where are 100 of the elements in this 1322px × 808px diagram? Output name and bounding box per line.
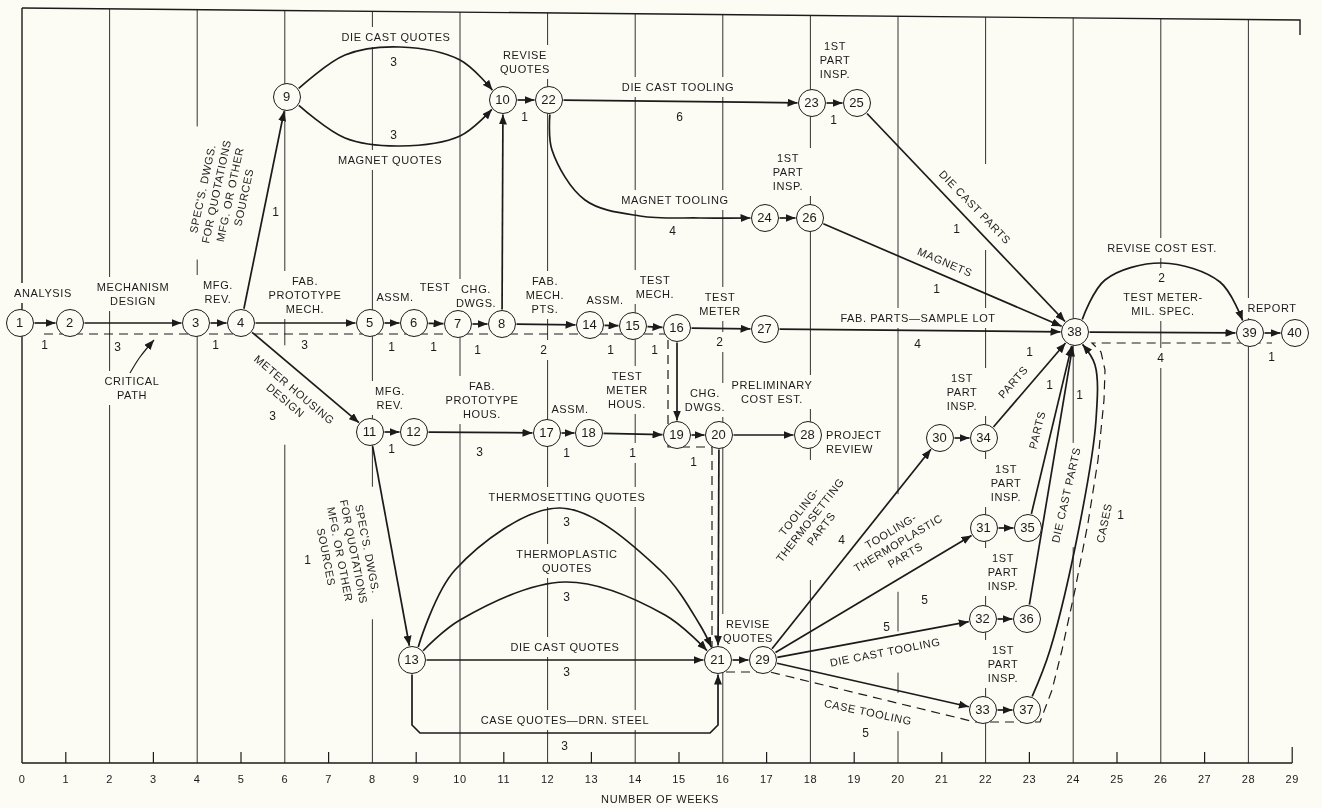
activity-label: FAB. PROTOTYPE HOUS. [444,379,520,421]
duration-label: 1 [651,343,659,357]
axis-tick-label: 13 [584,772,599,786]
event-circle: 35 [1013,513,1042,542]
axis-tick-label: 20 [891,772,905,786]
event-circle: 25 [842,88,871,117]
activity-label: 1ST PART INSP. [818,39,852,81]
duration-label: 1 [1046,378,1054,392]
duration-label: 1 [474,343,482,357]
arrow [992,342,1067,428]
duration-label: 1 [690,455,698,469]
axis-tick-label: 7 [325,772,332,786]
activity-label: TEST METER-MIL. SPEC. [1122,290,1204,318]
event-circle: 30 [925,423,954,452]
activity-label: REPORT [1247,301,1297,315]
event-circle: 11 [355,417,384,446]
arrow [422,581,708,652]
callout-text: CRITICAL PATH [97,374,167,402]
axis-tick-label: 16 [716,772,730,786]
arrow [425,656,705,664]
event-circle: 38 [1060,317,1089,346]
axis-tick-label: 15 [672,772,686,786]
leader-line [129,339,155,374]
duration-label: 5 [862,726,870,740]
event-circle: 17 [532,418,561,447]
event-circle: 3 [181,308,210,337]
duration-label: 4 [914,337,922,351]
arrow [825,99,844,107]
arrow [383,319,401,327]
event-circle: 36 [1012,604,1041,633]
arrow [251,331,360,424]
activity-label: 1ST PART INSP. [986,551,1020,593]
duration-label: 1 [521,110,529,124]
arrow [83,319,183,327]
duration-label: 1 [1076,388,1084,402]
activity-label: THERMOPLASTIC QUOTES [515,547,619,575]
event-circle: 9 [272,82,301,111]
arrow [602,430,664,439]
arrow [298,104,493,147]
arrow [1031,343,1099,698]
axis-tick-label: 12 [540,772,555,786]
event-circle: 24 [750,203,779,232]
event-circle: 16 [662,313,691,342]
event-circle: 1 [5,308,34,337]
activity-label: CHG. DWGS. [456,282,496,310]
activity-label: PRELIMINARY COST EST. [730,378,814,406]
activity-label: MAGNET QUOTES [337,153,443,167]
event-circle: 7 [443,309,472,338]
activity-label: ANALYSIS [14,286,72,300]
activity-label: TEST MECH. [634,273,676,301]
event-circle: 20 [704,420,733,449]
activity-label: 1ST PART INSP. [989,462,1023,504]
duration-label: 1 [607,343,615,357]
duration-label: 3 [563,590,571,604]
duration-label: 1 [212,338,220,352]
activity-label: THERMOSETTING QUOTES [488,490,646,504]
activity-label: 1ST PART INSP. [771,151,805,193]
duration-label: 1 [388,340,396,354]
activity-label: DIE CAST TOOLING [828,634,942,670]
activity-label: 1ST PART INSP. [986,643,1020,685]
arrow [690,324,752,333]
arrow [417,507,713,648]
duration-label: 2 [716,335,724,349]
duration-label: 4 [669,224,677,238]
arrow [774,534,973,654]
axis-tick-label: 14 [628,772,642,786]
axis-tick-label: 0 [18,772,26,786]
duration-label: 2 [540,343,548,357]
arrow [778,214,797,222]
activity-label: REVISE QUOTES [498,48,552,76]
arrow [690,431,706,439]
activity-label: ASSM. [551,402,589,416]
axis-tick-label: 23 [1022,772,1037,786]
activity-label: CASE TOOLING [822,695,914,728]
activity-label: ASSM. [586,293,624,307]
duration-label: 3 [563,515,571,529]
axis-tick-label: 10 [453,772,467,786]
activity-label: 1ST PART INSP. [945,371,979,413]
axis-tick-label: 1 [62,772,70,786]
event-circle: 4 [226,308,255,337]
event-circle: 6 [399,308,428,337]
arrow [411,673,722,734]
event-circle: 19 [662,420,691,449]
duration-label: 2 [1158,271,1166,285]
activity-label: ASSM. [376,290,414,304]
event-circle: 8 [487,309,516,338]
event-circle: 5 [355,308,384,337]
event-circle: 13 [397,645,426,674]
arrow [996,706,1014,714]
duration-label: 3 [563,665,571,679]
duration-label: 1 [1117,508,1125,522]
duration-label: 1 [933,282,941,296]
arrow [822,222,1063,328]
arrow [646,322,664,331]
event-circle: 32 [968,604,997,633]
arrow [427,428,534,437]
axis-tick-label: 22 [978,772,993,786]
arrow [953,434,971,442]
duration-label: 1 [953,222,961,236]
axis-tick-label: 17 [759,772,774,786]
